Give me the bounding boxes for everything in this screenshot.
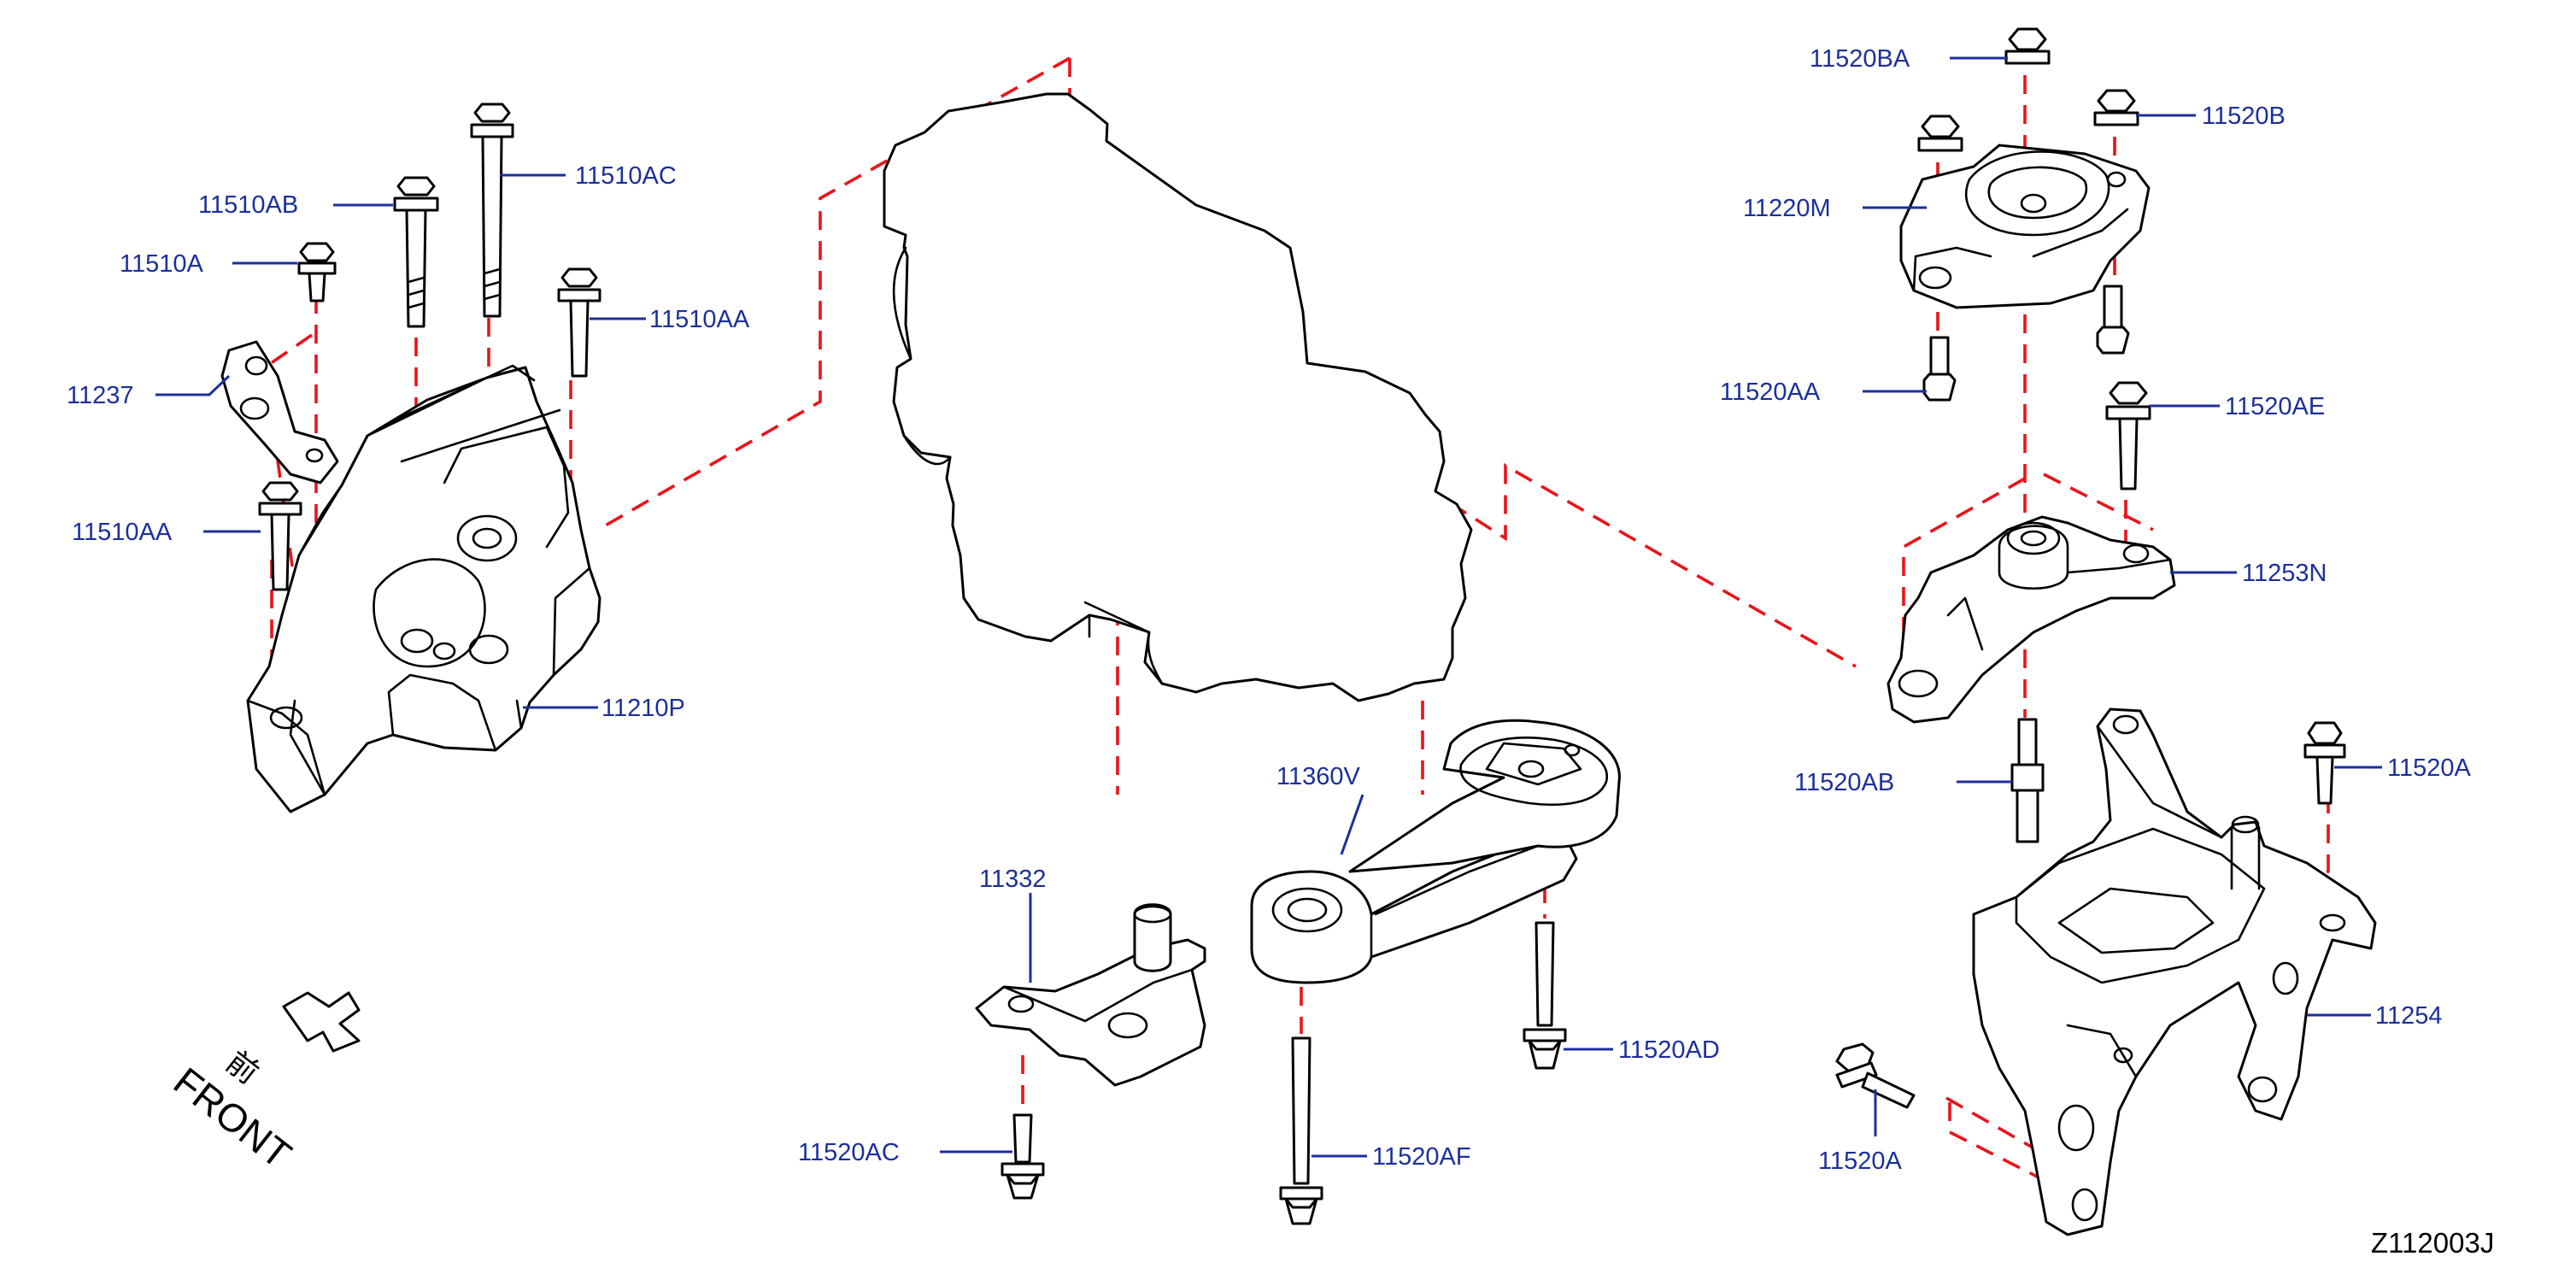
callout-11237: 11237 xyxy=(67,382,134,409)
bolts-left-mount xyxy=(258,103,601,591)
callout-11510AA-top: 11510AA xyxy=(649,306,750,333)
callout-11520AA: 11520AA xyxy=(1720,379,1821,406)
callout-labels: 11510AB 11510AC 11510A 11510AA 11237 115… xyxy=(67,45,2471,1175)
engine-mount-11210P xyxy=(246,364,601,813)
callout-11520B: 11520B xyxy=(2202,103,2286,130)
callout-11220M: 11220M xyxy=(1743,195,1831,222)
engine-bracket-11254 xyxy=(1972,707,2377,1236)
callout-11520AF: 11520AF xyxy=(1372,1143,1471,1171)
callout-11520AB: 11520AB xyxy=(1794,769,1894,796)
callout-11332: 11332 xyxy=(979,866,1047,893)
front-direction-indicator: 前 FRONT xyxy=(166,991,361,1177)
mount-bracket-11253N xyxy=(1887,515,2176,724)
bracket-11332 xyxy=(975,903,1206,1087)
callout-11254: 11254 xyxy=(2375,1002,2443,1030)
mount-insulator-11220M xyxy=(1899,144,2151,309)
front-arrow-icon xyxy=(282,991,361,1053)
callout-11210P: 11210P xyxy=(601,695,685,722)
callout-11510AA-left: 11510AA xyxy=(72,519,173,546)
torque-rod-11360V xyxy=(1250,719,1621,984)
callout-11510AB: 11510AB xyxy=(198,191,298,219)
bolts-11254 xyxy=(1835,721,2346,1109)
figure-number: Z112003J xyxy=(2371,1227,2494,1259)
callout-11520BA: 11520BA xyxy=(1810,45,1910,73)
callout-11520AD: 11520AD xyxy=(1618,1036,1720,1064)
stud-11520AB xyxy=(2010,718,2045,843)
callout-11510A: 11510A xyxy=(120,250,203,278)
callout-leaders xyxy=(155,56,2382,1158)
callout-11520AE: 11520AE xyxy=(2225,393,2325,420)
callout-11510AC: 11510AC xyxy=(575,162,677,190)
bolts-upper-right xyxy=(1917,27,2151,490)
callout-11253N: 11253N xyxy=(2242,560,2327,587)
engine-block-outline xyxy=(883,92,1473,702)
callout-11360V: 11360V xyxy=(1276,763,1360,790)
callout-11520A-right: 11520A xyxy=(2387,754,2471,782)
callout-11520A-bottom: 11520A xyxy=(1818,1148,1902,1175)
bracket-11237 xyxy=(220,340,339,484)
bolts-torque-rod xyxy=(1000,921,1567,1225)
callout-11520AC: 11520AC xyxy=(798,1139,900,1166)
